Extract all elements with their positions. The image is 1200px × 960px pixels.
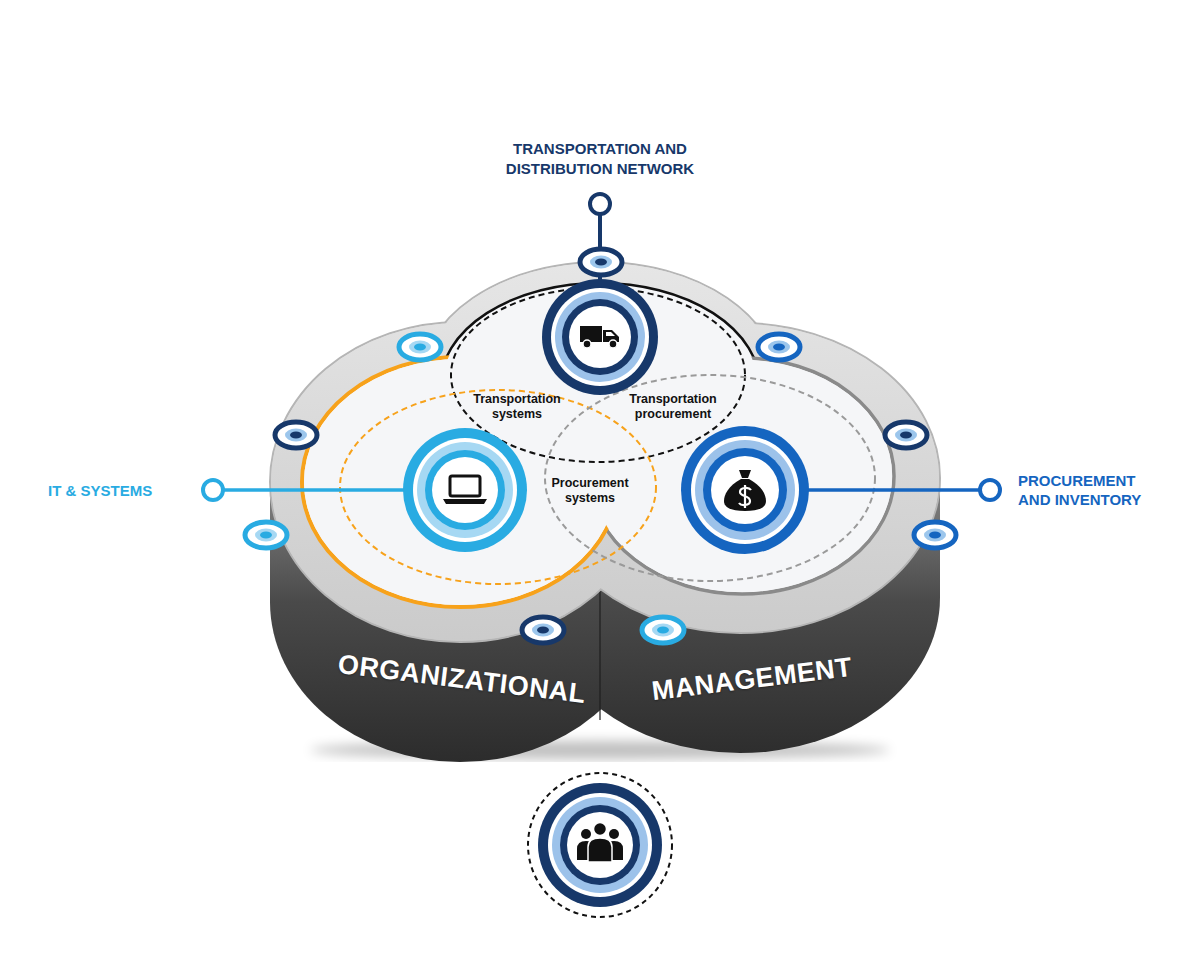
- leader-line-part: [980, 480, 1000, 500]
- people-icon-part: [552, 797, 648, 893]
- platform-shape-part: [340, 390, 656, 584]
- people-icon-part: [594, 823, 607, 836]
- people-icon-part: [567, 812, 633, 878]
- people-icon-part: [538, 783, 662, 907]
- category-label: TRANSPORTATION AND DISTRIBUTION NETWORK: [480, 139, 720, 179]
- people-icon-part: [577, 841, 594, 860]
- people-icon-part: [560, 805, 640, 885]
- platform-shape-part: [304, 285, 892, 605]
- people-icon-part: [588, 838, 612, 862]
- overlap-label: Procurement systems: [545, 476, 635, 506]
- people-icon: [528, 773, 672, 917]
- people-icon-part: [548, 793, 652, 897]
- platform-shape-part: [545, 375, 875, 581]
- platform-node: ORGANIZATIONALMANAGEMENT: [268, 262, 948, 762]
- platform-shape: [268, 262, 948, 762]
- platform-shape-part: [599, 590, 601, 720]
- people-icon-part: [609, 829, 619, 839]
- people-icon-part: [528, 773, 672, 917]
- leader-line-part: [590, 194, 610, 214]
- platform-shape-part: [590, 358, 894, 594]
- overlap-label: Transportation systems: [467, 392, 567, 422]
- category-label: IT & SYSTEMS: [48, 481, 198, 501]
- people-icon-part: [606, 841, 623, 860]
- leader-line-part: [203, 480, 223, 500]
- platform-shape-part: [271, 263, 939, 641]
- people-icon-part: [581, 829, 591, 839]
- platform-shape-part: [270, 262, 940, 642]
- category-label: PROCUREMENT AND INVENTORY: [1018, 471, 1158, 509]
- overlap-label: Transportation procurement: [623, 392, 723, 422]
